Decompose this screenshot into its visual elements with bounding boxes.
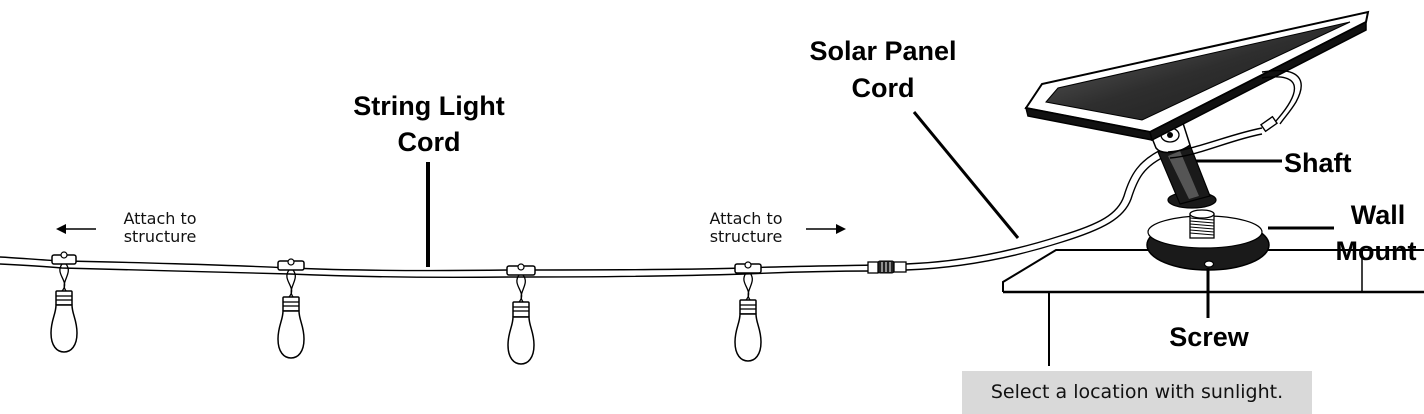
wall-mount <box>1146 209 1270 271</box>
solar-panel <box>1024 10 1370 142</box>
solar-panel-cord-pointer <box>912 111 1020 239</box>
caption-text: Select a location with sunlight. <box>991 381 1283 403</box>
wall-mount-label-line2: Mount <box>1336 236 1417 266</box>
attach-left-label-line1: Attach to <box>123 209 196 228</box>
bulb-2 <box>277 258 305 359</box>
string-light-cord-label-line2: Cord <box>398 127 461 157</box>
solar-panel-cord-label-line1: Solar Panel <box>809 36 956 66</box>
cord-connector <box>867 260 907 274</box>
bulb-1 <box>50 251 78 353</box>
attach-left-label-line2: structure <box>124 227 197 246</box>
solar-panel-cord-label-line2: Cord <box>852 73 915 103</box>
threaded-post <box>1189 209 1215 239</box>
screw-label: Screw <box>1169 322 1250 352</box>
caption-box: Select a location with sunlight. <box>962 371 1312 414</box>
panel-cable <box>1167 70 1302 159</box>
attach-right-label-line1: Attach to <box>709 209 782 228</box>
arrow-left-icon <box>56 224 96 234</box>
string-light-cord-label-line1: String Light <box>353 91 504 121</box>
arrow-right-icon <box>806 224 846 234</box>
attach-right-label-line2: structure <box>710 227 783 246</box>
solar-panel-cord <box>905 147 1169 271</box>
bulb-3 <box>506 263 536 365</box>
shaft-label: Shaft <box>1284 148 1352 178</box>
wall-mount-label-line1: Wall <box>1351 200 1406 230</box>
bulb-4 <box>734 261 762 362</box>
